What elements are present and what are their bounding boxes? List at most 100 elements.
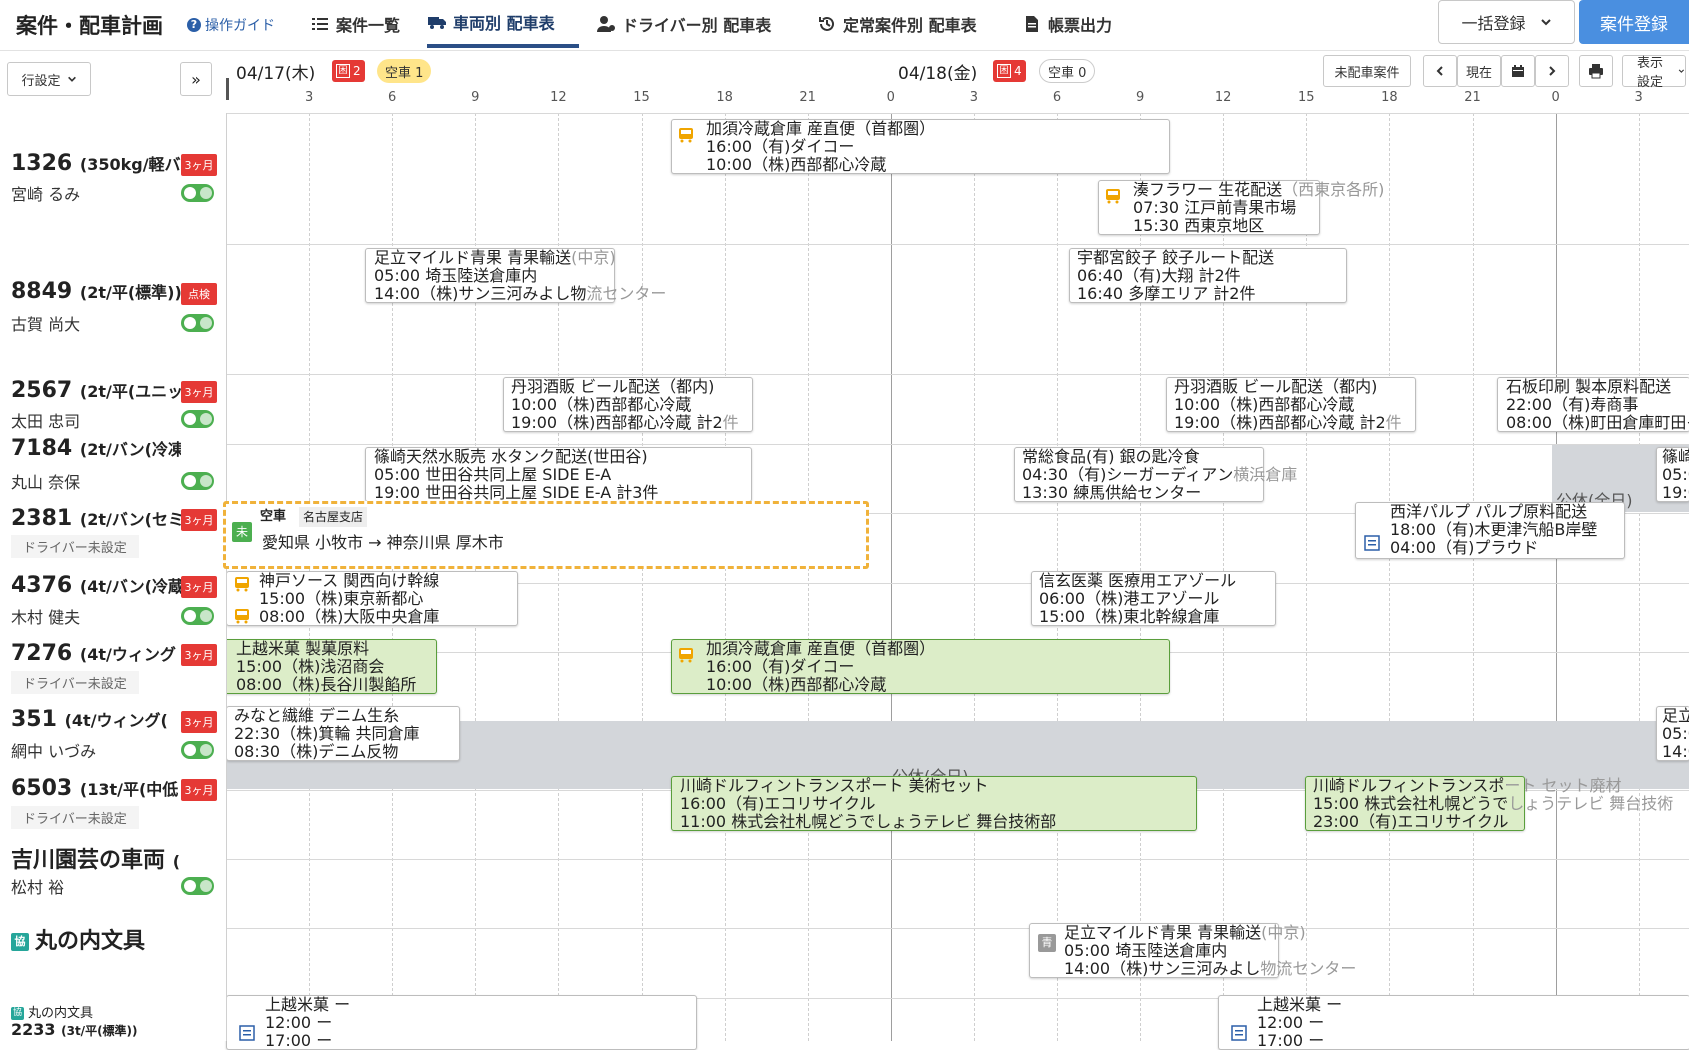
dispatch-card[interactable]: 上越米菓 ー 12:00 ー 17:00 ー <box>226 995 697 1050</box>
date-label-day1: 04/17(木) <box>236 64 316 84</box>
status-badge: 3ヶ月 <box>181 154 217 176</box>
dispatch-card[interactable]: 加須冷蔵倉庫 産直便（首都圏） 16:00（有)ダイコー 10:00（株)西部都… <box>671 119 1170 174</box>
vehicle-name[interactable]: 2567 (2t/平(ユニッ <box>11 378 181 403</box>
card-title: 川崎ドルフィントランスポート 美術セット <box>680 776 989 795</box>
prev-button[interactable] <box>1423 55 1457 87</box>
bulk-register-button[interactable]: 一括登録 <box>1438 0 1575 44</box>
card-title: 湊フラワー 生花配送 <box>1133 180 1283 199</box>
availability-toggle[interactable] <box>181 184 214 202</box>
tab-regular-dispatch[interactable]: 定常案件別 配車表 <box>817 0 977 48</box>
empty-badge-day1[interactable]: 空車 1 <box>377 59 432 83</box>
availability-toggle[interactable] <box>181 314 214 332</box>
card-title: 神戸ソース 関西向け幹線 <box>259 571 440 590</box>
availability-toggle[interactable] <box>181 472 214 490</box>
dispatch-card[interactable]: 丹羽酒販 ビール配送（都内) 10:00（株)西部都心冷蔵 19:00（株)西部… <box>503 377 753 432</box>
bus-icon <box>679 648 693 663</box>
vehicle-name[interactable]: 4376 (4t/バン(冷蔵 <box>11 573 181 598</box>
hour-grid-line <box>724 113 726 1041</box>
dispatch-card[interactable]: 上越米菓 ー 12:00 ー 17:00 ー <box>1218 995 1689 1050</box>
document-icon <box>1231 1025 1247 1041</box>
dispatch-card[interactable]: 石板印刷 製本原料配送 22:00（有)寿商事 08:00（株)町田倉庫町田イ <box>1497 377 1689 432</box>
tab-driver-dispatch[interactable]: ドライバー別 配車表 <box>596 0 771 48</box>
partner-name[interactable]: 協丸の内文具 <box>11 923 181 955</box>
availability-toggle[interactable] <box>181 607 214 625</box>
dispatch-card-assigned[interactable]: 川崎ドルフィントランスポート 美術セット 16:00（有)エコリサイクル 11:… <box>671 776 1197 831</box>
dispatch-card[interactable]: 丹羽酒販 ビール配送（都内) 10:00（株)西部都心冷蔵 19:00（株)西部… <box>1166 377 1416 432</box>
alert-count: 2 <box>353 64 361 78</box>
dispatch-card[interactable]: 神戸ソース 関西向け幹線 15:00（株)東京新都心 08:00（株)大阪中央倉… <box>226 571 518 626</box>
vehicle-name[interactable]: 7276 (4t/ウィング <box>11 641 176 666</box>
hour-tick: 21 <box>1464 90 1481 105</box>
dispatch-card[interactable]: 篠崎天然水販売 水タンク配送(世田谷) 05:00 世田谷共同上屋 SIDE E… <box>365 447 752 502</box>
card-line: 23:00（有)エコリサイクル <box>1313 812 1509 831</box>
print-button[interactable] <box>1579 55 1613 87</box>
vehicle-name[interactable]: 7184 (2t/バン(冷凍)) <box>11 436 181 461</box>
partner-name-small[interactable]: 協丸の内文具 <box>11 1006 94 1021</box>
driver-name[interactable]: 太田 忠司 <box>11 412 81 431</box>
vehicle-name[interactable]: 2233 (3t/平(標準)) <box>11 1020 138 1039</box>
row-divider <box>0 244 1689 245</box>
row-divider <box>0 998 1689 999</box>
driver-name[interactable]: 松村 裕 <box>11 878 65 897</box>
availability-toggle[interactable] <box>181 877 214 895</box>
hour-tick: 3 <box>304 90 314 105</box>
driver-name[interactable]: 木村 健夫 <box>11 608 81 627</box>
dispatch-card[interactable]: 篠崎 05:0 19:0 <box>1656 447 1689 502</box>
driver-name[interactable]: 宮崎 るみ <box>11 185 81 204</box>
driver-name[interactable]: 丸山 奈保 <box>11 473 81 492</box>
expand-button[interactable]: » <box>180 62 212 96</box>
driver-name[interactable]: 網中 いづみ <box>11 742 97 761</box>
dispatch-card[interactable]: 西洋パルプ パルプ原料配送 18:00（有)木更津汽船B岸壁 04:00（有)プ… <box>1355 502 1625 559</box>
case-register-button[interactable]: 案件登録 <box>1579 0 1689 44</box>
tab-report-output[interactable]: 帳票出力 <box>1022 0 1112 48</box>
vehicle-name[interactable]: 351 (4t/ウィング( <box>11 707 168 732</box>
availability-toggle[interactable] <box>181 410 214 428</box>
tab-label: 案件一覧 <box>336 16 401 35</box>
now-button[interactable]: 現在 <box>1457 55 1501 87</box>
empty-vehicle-card[interactable]: 未 空車 名古屋支店 愛知県 小牧市 → 神奈川県 厚木市 <box>223 501 869 569</box>
dispatch-card[interactable]: みなと繊維 デニム生糸 22:30（株)箕輪 共同倉庫 08:30（株)デニム反… <box>226 706 460 761</box>
dispatch-card[interactable]: 湊フラワー 生花配送（西東京各所) 07:30 江戸前青果市場 15:30 西東… <box>1098 180 1384 235</box>
dispatch-card-assigned[interactable]: 川崎ドルフィントランスポート セット廃材 15:00 株式会社札幌どうでしょうテ… <box>1305 776 1673 831</box>
vehicle-name[interactable]: 1326 (350kg/軽バ <box>11 151 181 176</box>
dispatch-card[interactable]: 常総食品(有) 銀の匙冷食 04:30（有)シーガーディアン横浜倉庫 13:30… <box>1014 447 1297 502</box>
document-icon <box>1026 16 1038 32</box>
card-line: 22:30（株)箕輪 共同倉庫 <box>234 724 420 743</box>
dispatch-card-assigned[interactable]: 上越米菓 製菓原料 15:00（株)浅沼商会 08:00（株)長谷川製餡所 <box>221 639 437 694</box>
card-line: 19:00 世田谷共同上屋 SIDE E-A 計3件 <box>374 483 659 502</box>
tab-vehicle-dispatch[interactable]: 車両別 配車表 <box>427 0 579 48</box>
hour-grid-line <box>1472 113 1474 1041</box>
dispatch-card[interactable]: 青 足立マイルド青果 青果輸送(中京) 05:00 埼玉陸送倉庫内 14:00（… <box>1029 923 1356 978</box>
dispatch-card[interactable]: 宇都宮餃子 餃子ルート配送 06:40（有)大翔 計2件 16:40 多摩エリア… <box>1069 248 1347 303</box>
empty-badge-day2[interactable]: 空車 0 <box>1039 59 1096 83</box>
chevron-down-icon <box>1540 19 1551 26</box>
status-badge: 点検 <box>181 283 217 305</box>
next-button[interactable] <box>1535 55 1569 87</box>
dispatch-card[interactable]: 信玄医薬 医療用エアゾール 06:00（株)港エアゾール 15:00（株)東北幹… <box>1031 571 1276 626</box>
card-line: 05:00 埼玉陸送倉庫内 <box>374 266 538 285</box>
driver-unset-label[interactable]: ドライバー未設定 <box>11 806 139 829</box>
dispatch-card[interactable]: 足立 05:0 14:0 <box>1656 706 1689 761</box>
driver-unset-label[interactable]: ドライバー未設定 <box>11 671 139 694</box>
card-line: 05:0 <box>1662 465 1689 484</box>
guide-link[interactable]: ? 操作ガイド <box>187 15 275 35</box>
vehicle-name[interactable]: 吉川園芸の車両 (350 <box>11 848 181 873</box>
tab-case-list[interactable]: 案件一覧 <box>310 0 400 48</box>
dispatch-card-assigned[interactable]: 加須冷蔵倉庫 産直便（首都圏） 16:00（有)ダイコー 10:00（株)西部都… <box>671 639 1170 694</box>
guide-label: 操作ガイド <box>205 18 275 34</box>
driver-name[interactable]: 古賀 尚大 <box>11 315 81 334</box>
vehicle-name[interactable]: 2381 (2t/バン(セミ <box>11 506 181 531</box>
hour-tick: 9 <box>471 90 480 105</box>
display-settings-button[interactable]: 表示設定 <box>1622 55 1686 90</box>
availability-toggle[interactable] <box>181 741 214 759</box>
row-settings-button[interactable]: 行設定 <box>7 62 91 96</box>
calendar-button[interactable] <box>1501 55 1535 87</box>
date-label-day2: 04/18(金) <box>898 64 978 84</box>
unassigned-cases-button[interactable]: 未配車案件 <box>1323 55 1411 87</box>
vehicle-name[interactable]: 8849 (2t/平(標準)) <box>11 279 181 304</box>
driver-unset-label[interactable]: ドライバー未設定 <box>11 535 139 558</box>
dispatch-card[interactable]: 足立マイルド青果 青果輸送(中京) 05:00 埼玉陸送倉庫内 14:00（株)… <box>365 248 666 303</box>
vehicle-name[interactable]: 6503 (13t/平(中低 <box>11 776 179 801</box>
